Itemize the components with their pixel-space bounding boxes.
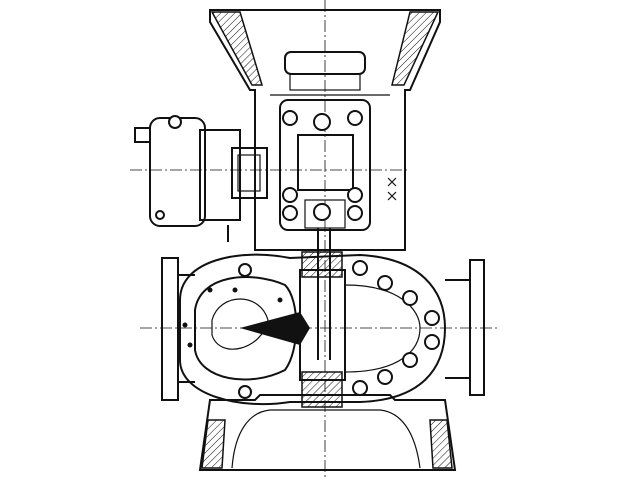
suction-flange [161,257,195,401]
pump-volute [179,251,447,408]
side-motor [134,115,268,242]
pump-base [198,394,457,471]
motor-stool [209,9,441,251]
cross-marks [387,177,397,201]
shaft [317,228,331,360]
center-lines [130,0,500,480]
coupling-housing [279,99,371,231]
discharge-flange [445,259,485,396]
